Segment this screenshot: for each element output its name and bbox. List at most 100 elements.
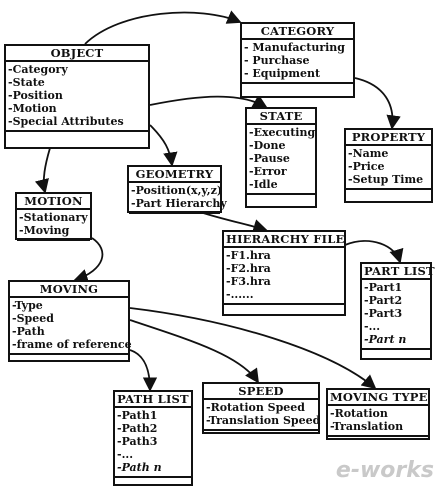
list-item: -Motion [8, 102, 57, 115]
edge-category-property [354, 77, 401, 130]
list-item: - Equipment [244, 67, 321, 80]
edge-object-category [84, 10, 242, 45]
state-box: STATE -Executing -Done -Pause -Error -Id… [245, 107, 317, 208]
edge-object-geometry [149, 124, 178, 167]
box-footer [247, 193, 315, 200]
edge-moving-speed [129, 319, 259, 384]
list-item: -Path2 [117, 422, 158, 435]
part-list-title: PART LIST [362, 264, 435, 280]
property-box: PROPERTY -Name -Price -Setup Time [344, 128, 433, 203]
box-footer [10, 353, 128, 360]
list-item: -Part3 [364, 307, 403, 320]
edge-moving-pathlist [129, 349, 158, 392]
watermark-logo: e-works [335, 458, 434, 483]
category-items: - Manufacturing - Purchase - Equipment [242, 40, 353, 82]
hierarchy-file-box: HIERARCHY FILE -F1.hra -F2.hra -F3.hra -… [222, 230, 346, 316]
list-item: -Name [348, 147, 389, 160]
hierarchy-file-items: -F1.hra -F2.hra -F3.hra -...... [224, 248, 344, 303]
list-item: -F3.hra [226, 275, 271, 288]
moving-title: MOVING [10, 282, 128, 298]
list-item: -Type [12, 299, 43, 312]
list-item: -Rotation [330, 407, 388, 420]
geometry-items: -Position(x,y,z) -Part Hierarchy [129, 183, 227, 212]
path-list-title: PATH LIST [115, 392, 191, 408]
edge-object-motion [34, 147, 51, 194]
list-item: -Category [8, 63, 68, 76]
geometry-box: GEOMETRY -Position(x,y,z) -Part Hierarch… [127, 165, 227, 214]
list-item: -Part Hierarchy [131, 197, 227, 210]
list-item: -... [117, 448, 134, 461]
object-title: OBJECT [6, 46, 148, 62]
box-footer [362, 348, 430, 355]
moving-items: -Type -Speed -Path -frame of reference [10, 298, 132, 353]
motion-items: -Stationary -Moving [17, 210, 90, 239]
box-footer [328, 435, 428, 442]
list-item: - Purchase [244, 54, 310, 67]
list-item: -Part n [364, 333, 407, 346]
list-item: -Translation [330, 420, 404, 433]
speed-items: -Rotation Speed -Translation Speed [204, 400, 321, 429]
list-item: -F2.hra [226, 262, 271, 275]
list-item: -... [364, 320, 381, 333]
list-item: -Path1 [117, 409, 158, 422]
edge-moving-movingtype [129, 307, 377, 390]
part-list-items: -Part1 -Part2 -Part3 -... -Part n [362, 280, 430, 348]
moving-box: MOVING -Type -Speed -Path -frame of refe… [8, 280, 132, 362]
list-item: -Path3 [117, 435, 158, 448]
moving-type-box: MOVING TYPE -Rotation -Translation [326, 388, 430, 440]
list-item: -Position(x,y,z) [131, 184, 223, 197]
edge-geometry-hierarchy [199, 211, 268, 234]
category-box: CATEGORY - Manufacturing - Purchase - Eq… [240, 22, 355, 98]
object-box: OBJECT -Category -State -Position -Motio… [4, 44, 150, 149]
box-footer [115, 476, 191, 483]
path-list-box: PATH LIST -Path1 -Path2 -Path3 -... -Pat… [113, 390, 193, 486]
box-footer [224, 303, 344, 310]
motion-box: MOTION -Stationary -Moving [15, 192, 92, 241]
motion-title: MOTION [17, 194, 90, 210]
part-list-box: PART LIST -Part1 -Part2 -Part3 -... -Par… [360, 262, 435, 360]
edge-hierarchy-partlist [344, 240, 404, 264]
list-item: -Path [12, 325, 45, 338]
list-item: -Translation Speed [206, 414, 321, 427]
list-item: -...... [226, 288, 254, 301]
list-item: -Speed [12, 312, 54, 325]
list-item: -Rotation Speed [206, 401, 305, 414]
box-footer [17, 239, 90, 246]
list-item: -Part2 [364, 294, 403, 307]
box-footer [6, 130, 148, 137]
list-item: -Part1 [364, 281, 403, 294]
list-item: -F1.hra [226, 249, 271, 262]
list-item: -Position [8, 89, 63, 102]
list-item: -Error [249, 165, 287, 178]
state-title: STATE [247, 109, 315, 125]
property-title: PROPERTY [346, 130, 431, 146]
list-item: -frame of reference [12, 338, 132, 351]
list-item: -Moving [19, 224, 70, 237]
category-title: CATEGORY [242, 24, 353, 40]
geometry-title: GEOMETRY [129, 167, 220, 183]
box-footer [204, 429, 318, 436]
list-item: -Done [249, 139, 286, 152]
list-item: -Price [348, 160, 385, 173]
property-items: -Name -Price -Setup Time [346, 146, 431, 188]
list-item: -Idle [249, 178, 278, 191]
list-item: -State [8, 76, 45, 89]
speed-box: SPEED -Rotation Speed -Translation Speed [202, 382, 320, 434]
list-item: -Path n [117, 461, 162, 474]
list-item: -Stationary [19, 211, 88, 224]
box-footer [242, 82, 353, 89]
moving-type-items: -Rotation -Translation [328, 406, 428, 435]
list-item: - Manufacturing [244, 41, 345, 54]
list-item: -Setup Time [348, 173, 424, 186]
list-item: -Special Attributes [8, 115, 124, 128]
box-footer [129, 212, 220, 219]
moving-type-title: MOVING TYPE [328, 390, 428, 406]
speed-title: SPEED [204, 384, 318, 400]
object-items: -Category -State -Position -Motion -Spec… [6, 62, 148, 130]
state-items: -Executing -Done -Pause -Error -Idle [247, 125, 315, 193]
path-list-items: -Path1 -Path2 -Path3 -... -Path n [115, 408, 191, 476]
box-footer [346, 188, 431, 195]
list-item: -Pause [249, 152, 290, 165]
edge-object-state [149, 94, 268, 108]
